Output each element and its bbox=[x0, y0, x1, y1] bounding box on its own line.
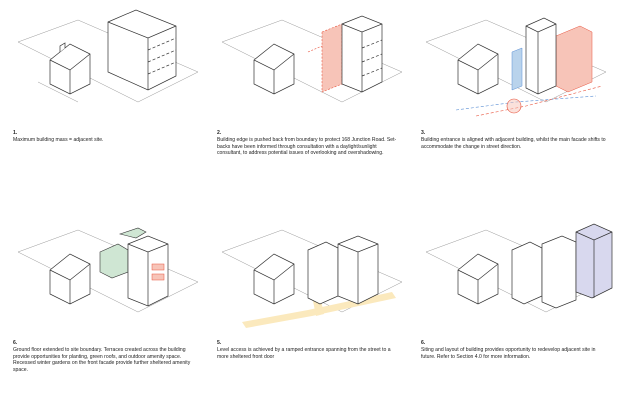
step-description: Ground floor extended to site boundary. … bbox=[13, 347, 191, 373]
step-description: Siting and layout of building provides o… bbox=[421, 347, 596, 360]
main-facade-zone bbox=[555, 25, 593, 93]
building-mass bbox=[525, 17, 557, 95]
existing-house bbox=[49, 253, 91, 305]
entrance-zone bbox=[511, 47, 523, 91]
setback-zone bbox=[307, 23, 343, 93]
existing-house bbox=[49, 42, 91, 95]
step-2-panel: 2. Building edge is pushed back from bou… bbox=[212, 2, 412, 192]
site-boundary bbox=[17, 19, 199, 103]
site-boundary bbox=[221, 19, 403, 103]
step-number: 5. bbox=[217, 340, 222, 346]
step-3-panel: 3. Building entrance is aligned with adj… bbox=[416, 2, 616, 192]
step-description: Maximum building mass = adjacent site. bbox=[13, 137, 104, 144]
maximum-building-mass bbox=[107, 9, 177, 91]
building-mass bbox=[307, 235, 379, 305]
step-6-panel: 6. Siting and layout of building provide… bbox=[416, 212, 616, 402]
step-description: Level access is achieved by a ramped ent… bbox=[217, 347, 391, 360]
step-4-massing-diagram bbox=[17, 227, 199, 313]
step-number: 3. bbox=[421, 130, 426, 136]
step-description: Building entrance is aligned with adjace… bbox=[421, 137, 606, 150]
step-1-panel: 1. Maximum building mass = adjacent site… bbox=[8, 2, 208, 192]
site-boundary bbox=[17, 229, 199, 313]
existing-house bbox=[253, 43, 295, 95]
site-boundary bbox=[221, 229, 403, 313]
step-number: 1. bbox=[13, 130, 18, 136]
step-5-massing-diagram bbox=[221, 229, 403, 328]
existing-house bbox=[457, 43, 499, 95]
step-6-massing-diagram bbox=[425, 223, 613, 313]
site-boundary bbox=[425, 19, 607, 103]
step-number: 2. bbox=[217, 130, 222, 136]
winter-gardens bbox=[151, 263, 165, 281]
step-description: Building edge is pushed back from bounda… bbox=[217, 137, 397, 157]
step-5-panel: 5. Level access is achieved by a ramped … bbox=[212, 212, 412, 402]
step-number: 6. bbox=[421, 340, 426, 346]
terrace-planting bbox=[99, 227, 147, 279]
building-mass bbox=[511, 235, 577, 309]
building-mass bbox=[127, 235, 169, 307]
step-4-panel: 6. Ground floor extended to site boundar… bbox=[8, 212, 208, 402]
future-adjacent-site bbox=[575, 223, 613, 299]
existing-house bbox=[457, 253, 499, 305]
step-3-massing-diagram bbox=[425, 17, 607, 117]
street-alignment-axes bbox=[455, 85, 603, 117]
setback-building bbox=[341, 15, 383, 93]
existing-house bbox=[253, 253, 295, 305]
step-2-massing-diagram bbox=[221, 15, 403, 103]
step-1-massing-diagram bbox=[17, 9, 199, 103]
step-number: 6. bbox=[13, 340, 18, 346]
